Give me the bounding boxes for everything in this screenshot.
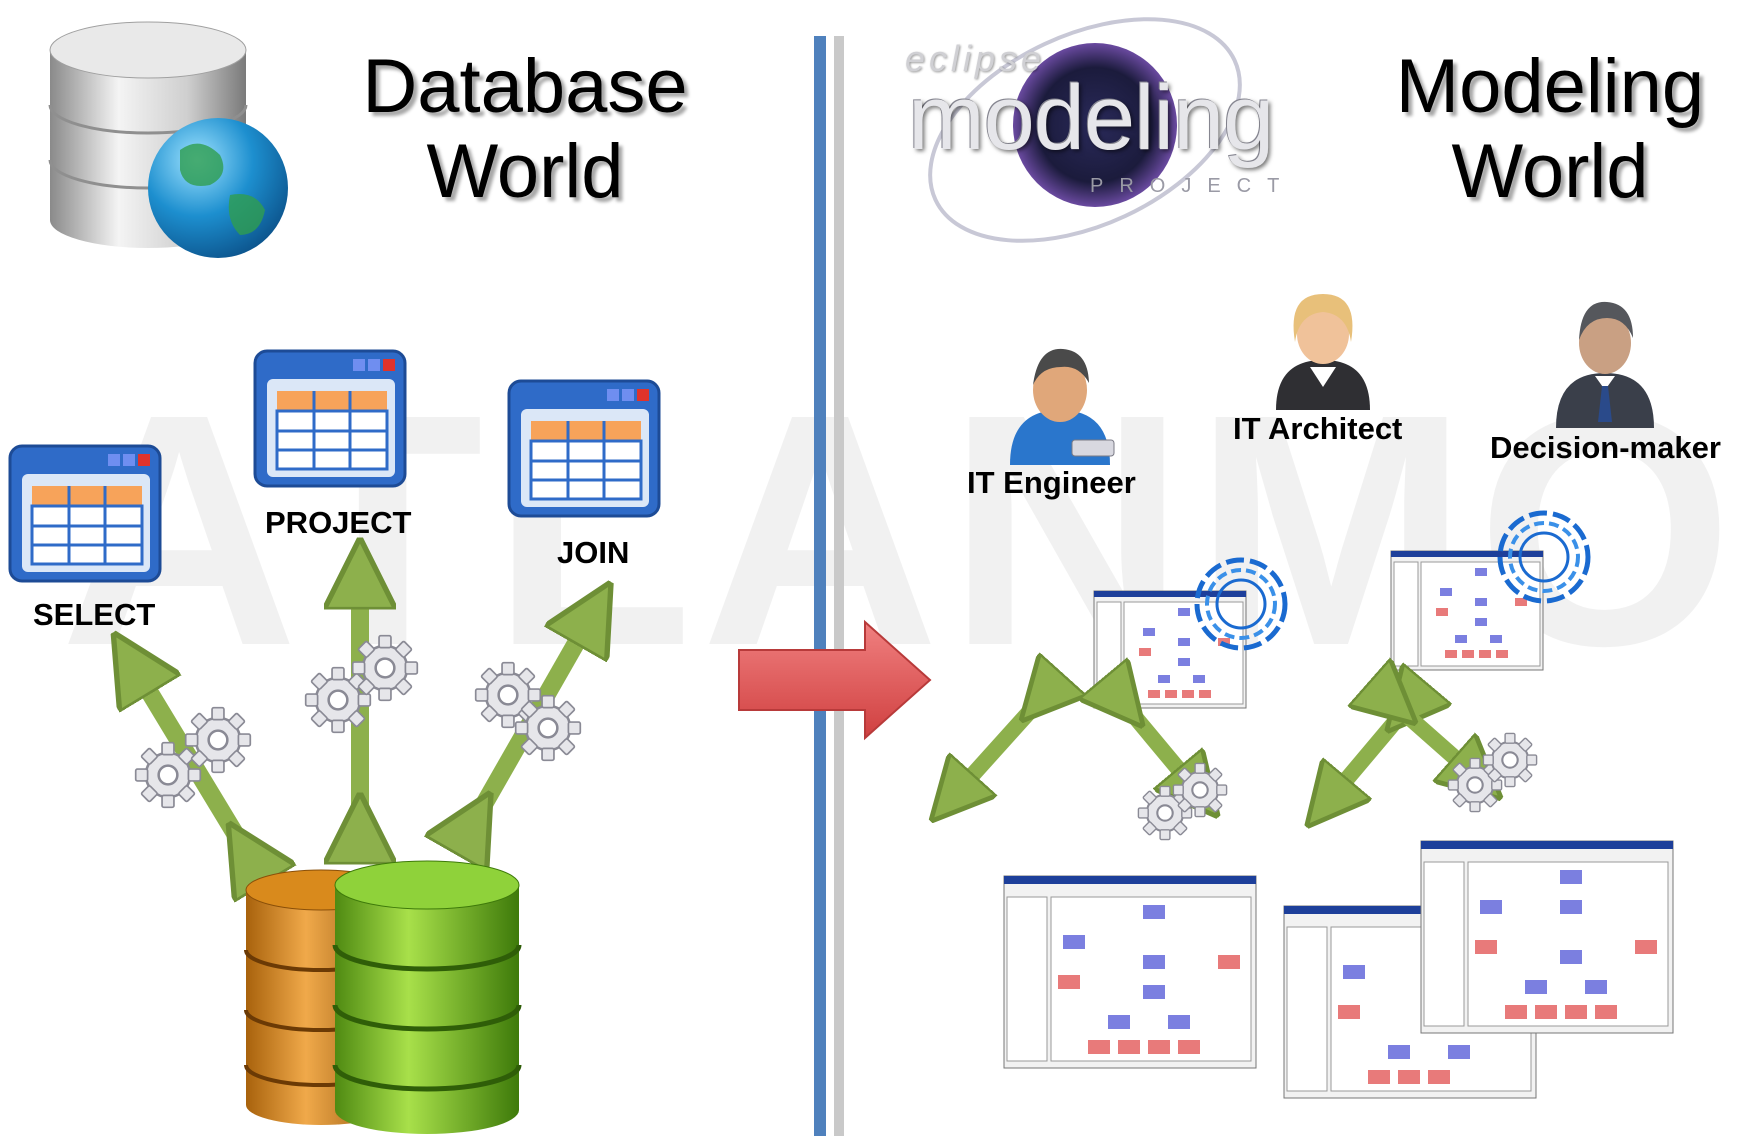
role-it-engineer: IT Engineer	[967, 465, 1136, 500]
table-window-icon-select	[8, 444, 162, 583]
left-arrows-layer	[0, 0, 870, 1135]
table-window-icon-project	[253, 349, 407, 488]
model-window-icon-3	[1003, 875, 1257, 1069]
table-window-icon-join	[507, 379, 661, 518]
right-title-line2: World	[1451, 129, 1649, 215]
target-ring-icon-2	[1497, 510, 1591, 604]
person-icon-engineer	[1010, 348, 1115, 465]
role-decision-maker: Decision-maker	[1490, 430, 1721, 465]
stacked-database-icon	[244, 860, 522, 1134]
gears-icon-project	[304, 634, 419, 734]
person-icon-architect	[1276, 294, 1370, 410]
right-arrows-layer	[870, 600, 1538, 841]
gears-icon-right-2	[1447, 732, 1538, 813]
divider-shadow	[834, 36, 844, 1136]
database-globe-icon	[48, 21, 288, 258]
role-it-architect: IT Architect	[1233, 411, 1403, 446]
model-window-icon-5	[1420, 840, 1674, 1034]
gears-icon-select	[134, 706, 252, 809]
gears-icon-right-1	[1137, 762, 1228, 841]
person-icon-decision-maker	[1556, 301, 1654, 428]
logo-big-text: modeling	[908, 67, 1274, 169]
right-arrow-icon	[738, 619, 932, 741]
right-title: Modeling World	[1375, 44, 1725, 214]
eclipse-logo-swirl	[928, 17, 1242, 243]
left-title: Database World	[330, 44, 720, 214]
left-title-line1: Database	[362, 44, 688, 129]
logo-small-text: eclipse	[905, 38, 1046, 79]
target-ring-icon-1	[1194, 557, 1288, 651]
left-title-line2: World	[426, 129, 624, 215]
logo-sub-text: PROJECT	[1090, 175, 1296, 197]
project-label: PROJECT	[265, 505, 412, 540]
join-label: JOIN	[557, 535, 630, 570]
select-label: SELECT	[33, 597, 156, 632]
right-title-line1: Modeling	[1395, 44, 1705, 129]
divider-line	[814, 36, 826, 1136]
